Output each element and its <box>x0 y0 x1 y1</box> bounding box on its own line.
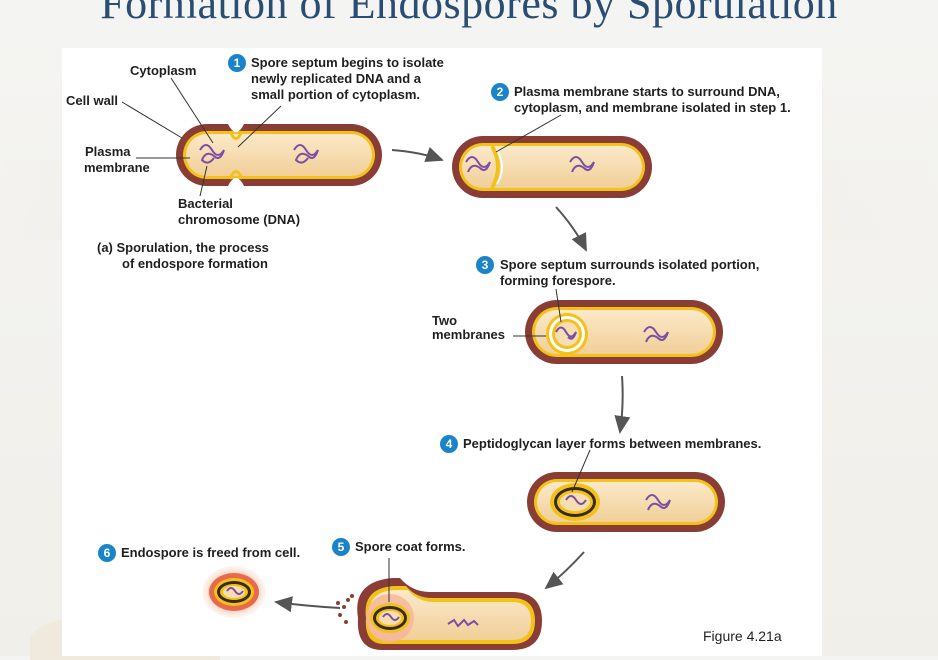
cell-stage-3 <box>525 300 723 364</box>
step-5-badge: 5 <box>332 538 350 556</box>
step-6-text-line1: Endospore is freed from cell. <box>121 545 301 560</box>
step-2-text-line2: cytoplasm, and membrane isolated in step… <box>514 100 791 115</box>
step-4-text-line1: Peptidoglycan layer forms between membra… <box>463 436 762 451</box>
label-chromosome-line2: chromosome (DNA) <box>178 212 301 227</box>
step-6-badge: 6 <box>98 544 116 562</box>
caption-line1: (a) Sporulation, the process <box>97 240 269 255</box>
cell-stage-1 <box>176 124 382 186</box>
label-chromosome-line1: Bacterial <box>178 196 233 211</box>
label-two-membranes-line2: membranes <box>432 327 505 342</box>
step-3-badge: 3 <box>476 256 494 274</box>
freed-endospore <box>202 566 266 618</box>
step-3-text-line1: Spore septum surrounds isolated portion, <box>500 257 760 272</box>
step-3-text-line2: forming forespore. <box>500 273 616 288</box>
process-arrows <box>274 147 631 613</box>
caption-line2: of endospore formation <box>122 256 268 271</box>
step-1-badge: 1 <box>228 54 246 72</box>
step-1-text-line1: Spore septum begins to isolate <box>251 55 444 70</box>
dna-icon <box>199 144 319 164</box>
label-plasma-membrane-line1: Plasma <box>85 144 131 159</box>
step-2-text-line1: Plasma membrane starts to surround DNA, <box>514 84 780 99</box>
step-1-text-line3: small portion of cytoplasm. <box>251 87 421 102</box>
cell-stage-2 <box>452 136 652 198</box>
cell-stage-4 <box>527 472 725 532</box>
leader-lines <box>121 77 591 602</box>
label-two-membranes-line1: Two <box>432 313 458 328</box>
slide-title: Formation of Endospores by Sporulation <box>100 0 838 28</box>
label-plasma-membrane-line2: membrane <box>84 160 150 175</box>
cell-stage-5 <box>336 578 542 650</box>
step-2-badge: 2 <box>491 83 509 101</box>
step-4-badge: 4 <box>440 435 458 453</box>
label-cell-wall: Cell wall <box>66 93 119 108</box>
step-1-text-line2: newly replicated DNA and a <box>251 71 422 86</box>
label-cytoplasm: Cytoplasm <box>130 63 197 78</box>
figure-number: Figure 4.21a <box>703 628 782 644</box>
step-5-text-line1: Spore coat forms. <box>355 539 466 554</box>
